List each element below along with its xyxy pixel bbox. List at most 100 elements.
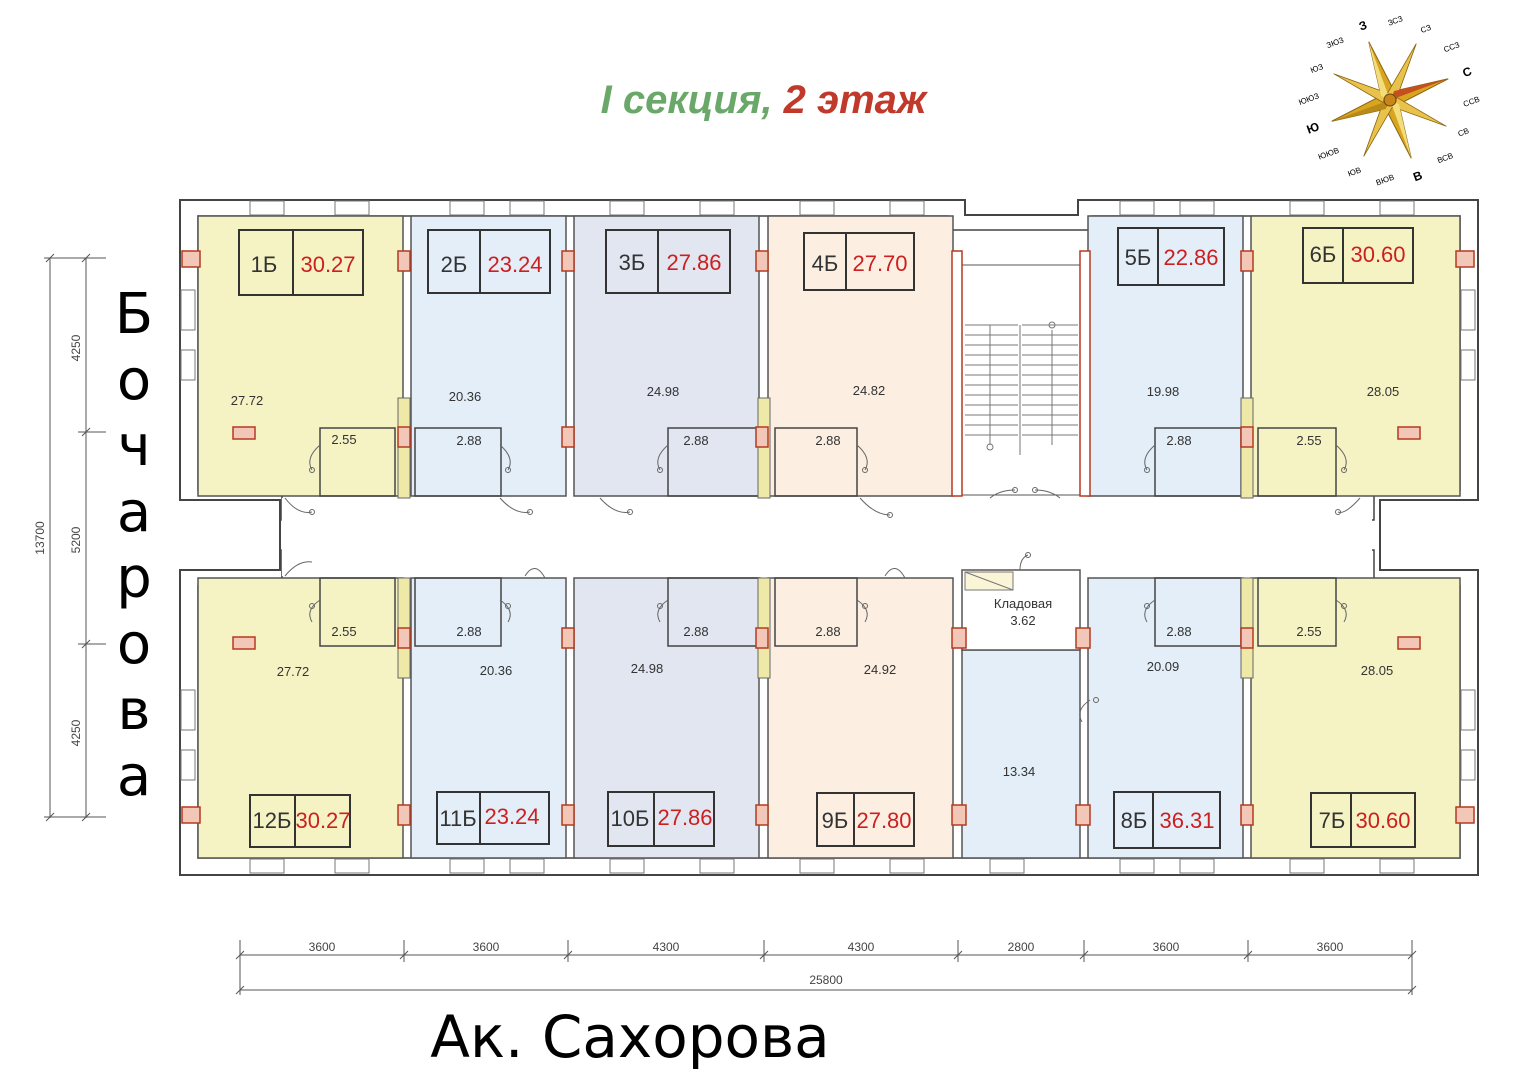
dimensions-left bbox=[44, 253, 106, 822]
street-bottom-label: Ак. Сахорова bbox=[430, 1003, 830, 1071]
compass-star-icon bbox=[1331, 41, 1449, 159]
dim-label: 3600 bbox=[1317, 940, 1344, 954]
apartment-area: 23.24 bbox=[487, 252, 542, 277]
apartment-9: 9Б 27.80 bbox=[816, 792, 915, 847]
corridor bbox=[282, 498, 1372, 576]
room-areas-bottom: 27.72 20.36 24.98 24.92 20.09 28.05 2.55… bbox=[277, 624, 1394, 679]
compass-label: ССЗ bbox=[1442, 40, 1461, 54]
apartment-area: 27.80 bbox=[856, 808, 911, 833]
apartment-3: 3Б 27.86 bbox=[605, 229, 731, 294]
street-left-letter: а bbox=[116, 480, 152, 545]
apartment-area: 30.60 bbox=[1355, 808, 1410, 833]
apartment-4: 4Б 27.70 bbox=[803, 232, 915, 291]
apartment-number: 6Б bbox=[1310, 242, 1337, 267]
bath-area: 2.88 bbox=[683, 433, 708, 448]
street-left-letter: в bbox=[117, 678, 151, 743]
dim-label: 4250 bbox=[69, 334, 83, 361]
dim-label: 3600 bbox=[1153, 940, 1180, 954]
columns bbox=[181, 250, 1475, 826]
room-area: 24.98 bbox=[631, 661, 664, 676]
apartment-number: 1Б bbox=[251, 252, 278, 277]
street-left-letter: о bbox=[116, 612, 152, 677]
room-area: 24.92 bbox=[864, 662, 897, 677]
apartment-5: 5Б 22.86 bbox=[1117, 227, 1225, 286]
apartment-6: 6Б 30.60 bbox=[1302, 227, 1414, 284]
compass-label: СВ bbox=[1457, 126, 1471, 138]
stairwell bbox=[961, 264, 1081, 496]
street-left-letter: ч bbox=[117, 414, 151, 479]
compass-label: ЮЗ bbox=[1309, 62, 1324, 75]
apartment-area: 27.86 bbox=[657, 805, 712, 830]
storage-label: Кладовая bbox=[994, 596, 1052, 611]
bath-area: 2.88 bbox=[456, 624, 481, 639]
apartment-area: 27.86 bbox=[666, 250, 721, 275]
street-left-letter: о bbox=[116, 348, 152, 413]
apartment-number: 12Б bbox=[253, 808, 292, 833]
apartment-number: 4Б bbox=[812, 251, 839, 276]
compass-label: ЮЮЗ bbox=[1297, 91, 1320, 107]
dim-label: 4250 bbox=[69, 719, 83, 746]
room-area: 27.72 bbox=[231, 393, 264, 408]
compass-label: ЮВ bbox=[1347, 165, 1363, 178]
room-area: 27.72 bbox=[277, 664, 310, 679]
dim-label: 4300 bbox=[653, 940, 680, 954]
bath-area: 2.55 bbox=[1296, 624, 1321, 639]
compass-label: СЗ bbox=[1419, 23, 1432, 35]
apartment-number: 8Б bbox=[1121, 808, 1148, 833]
bath-area: 2.55 bbox=[331, 624, 356, 639]
dim-label: 3600 bbox=[473, 940, 500, 954]
room-area: 28.05 bbox=[1361, 663, 1394, 678]
bath-area: 2.88 bbox=[1166, 433, 1191, 448]
extra-room-area: 13.34 bbox=[1003, 764, 1036, 779]
apartment-area: 36.31 bbox=[1159, 808, 1214, 833]
room-area: 24.98 bbox=[647, 384, 680, 399]
compass-label: Ю bbox=[1305, 119, 1321, 136]
dim-total-width: 25800 bbox=[809, 973, 843, 987]
storage-area: 3.62 bbox=[1010, 613, 1035, 628]
apartment-number: 11Б bbox=[439, 806, 476, 831]
dim-label: 2800 bbox=[1008, 940, 1035, 954]
apartment-area: 22.86 bbox=[1163, 245, 1218, 270]
room-area: 28.05 bbox=[1367, 384, 1400, 399]
dim-label: 3600 bbox=[309, 940, 336, 954]
compass-label: ЮЮВ bbox=[1317, 146, 1340, 162]
apartment-2: 2Б 23.24 bbox=[427, 229, 551, 294]
bath-area: 2.88 bbox=[1166, 624, 1191, 639]
bath-area: 2.88 bbox=[683, 624, 708, 639]
room-areas-top: 27.72 20.36 24.98 24.82 19.98 28.05 2.55… bbox=[231, 383, 1400, 448]
doors bbox=[284, 444, 1361, 723]
room-area: 19.98 bbox=[1147, 384, 1180, 399]
dim-total-height: 13700 bbox=[33, 521, 47, 555]
apartment-labels-top: 1Б 30.27 2Б 23.24 3Б 27.86 4Б 27.70 5Б 2… bbox=[238, 227, 1414, 296]
windows bbox=[180, 200, 1476, 874]
storage-room bbox=[961, 569, 1081, 651]
room-area: 24.82 bbox=[853, 383, 886, 398]
apartment-area: 27.70 bbox=[852, 251, 907, 276]
compass-label: ВЮВ bbox=[1375, 173, 1396, 188]
street-left-letter: а bbox=[116, 744, 152, 809]
apartment-area: 30.60 bbox=[1350, 242, 1405, 267]
dimension-labels-bottom: 3600 3600 4300 4300 2800 3600 3600 25800 bbox=[309, 940, 1344, 987]
apartment-11: 11Б 23.24 bbox=[436, 791, 550, 845]
apartment-labels-bottom: 12Б 30.27 11Б 23.24 10Б 27.86 9Б 27.80 8… bbox=[249, 791, 1416, 849]
apartment-number: 7Б bbox=[1319, 808, 1346, 833]
compass-label: ЗСЗ bbox=[1387, 14, 1405, 28]
apartment-number: 5Б bbox=[1125, 245, 1152, 270]
compass-label: З bbox=[1357, 18, 1369, 34]
title-floor: 2 этаж bbox=[783, 78, 927, 122]
bath-area: 2.55 bbox=[1296, 433, 1321, 448]
compass-label: С bbox=[1461, 64, 1474, 80]
room-area: 20.09 bbox=[1147, 659, 1180, 674]
room-area: 20.36 bbox=[480, 663, 513, 678]
compass-label: В bbox=[1411, 168, 1424, 184]
dimension-labels-left: 4250 5200 4250 13700 bbox=[33, 334, 83, 746]
bath-area: 2.88 bbox=[815, 624, 840, 639]
room-fill-extra bbox=[961, 649, 1081, 859]
bath-area: 2.55 bbox=[331, 432, 356, 447]
apartment-area: 30.27 bbox=[300, 252, 355, 277]
room-area: 20.36 bbox=[449, 389, 482, 404]
compass-label: ВСВ bbox=[1436, 151, 1454, 165]
apartment-8: 8Б 36.31 bbox=[1113, 791, 1221, 849]
room-fill-6 bbox=[1250, 215, 1461, 497]
